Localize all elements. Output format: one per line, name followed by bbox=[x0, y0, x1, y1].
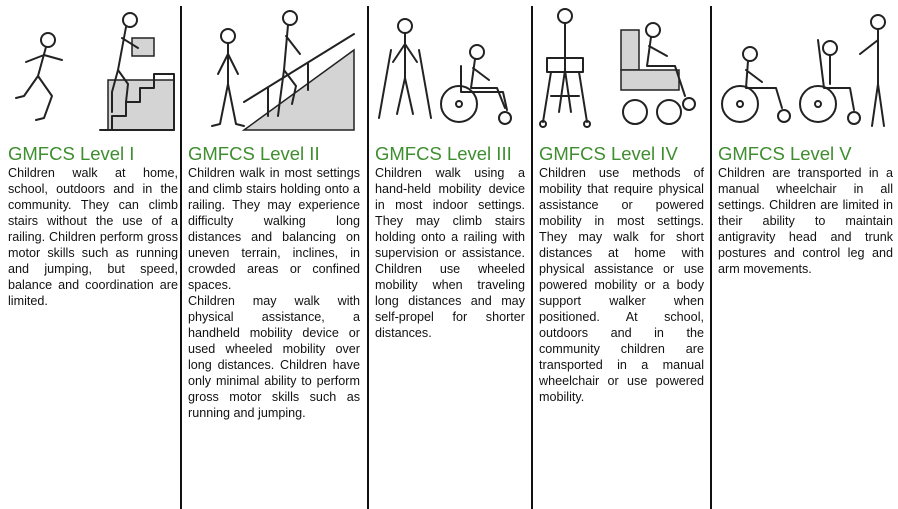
level-title: GMFCS Level III bbox=[375, 143, 512, 164]
running-and-stairs-illustration bbox=[15, 12, 175, 131]
manual-wheelchair-transport-illustration bbox=[721, 14, 886, 127]
walker-and-powered-chair-illustration bbox=[539, 8, 696, 128]
description-paragraph: Children walk in most settings and climb… bbox=[188, 166, 360, 292]
column-divider bbox=[710, 6, 712, 509]
level-1-panel: GMFCS Level I Children walk at home, sch… bbox=[8, 0, 178, 509]
level-title: GMFCS Level I bbox=[8, 143, 135, 164]
walking-with-railing-illustration bbox=[211, 10, 355, 131]
level-description: Children are transported in a manual whe… bbox=[718, 165, 893, 277]
column-divider bbox=[180, 6, 182, 509]
level-description: Children walk using a hand-held mobility… bbox=[375, 165, 525, 341]
column-divider bbox=[367, 6, 369, 509]
description-paragraph: Children may walk with physical assistan… bbox=[188, 294, 360, 420]
level-title: GMFCS Level V bbox=[718, 143, 852, 164]
level-title: GMFCS Level IV bbox=[539, 143, 678, 164]
level-description: Children use methods of mobility that re… bbox=[539, 165, 704, 405]
description-paragraph: Children walk using a hand-held mobility… bbox=[375, 166, 525, 340]
level-5-panel: GMFCS Level V Children are transported i… bbox=[718, 0, 893, 509]
description-paragraph: Children use methods of mobility that re… bbox=[539, 166, 704, 404]
level-4-panel: GMFCS Level IV Children use methods of m… bbox=[539, 0, 704, 509]
level-title: GMFCS Level II bbox=[188, 143, 320, 164]
level-description: Children walk in most settings and climb… bbox=[188, 165, 360, 421]
level-3-panel: GMFCS Level III Children walk using a ha… bbox=[375, 0, 525, 509]
description-paragraph: Children walk at home, school, outdoors … bbox=[8, 166, 178, 308]
column-divider bbox=[531, 6, 533, 509]
crutches-and-wheelchair-illustration bbox=[378, 18, 512, 125]
level-2-panel: GMFCS Level II Children walk in most set… bbox=[188, 0, 360, 509]
level-description: Children walk at home, school, outdoors … bbox=[8, 165, 178, 309]
description-paragraph: Children are transported in a manual whe… bbox=[718, 166, 893, 276]
